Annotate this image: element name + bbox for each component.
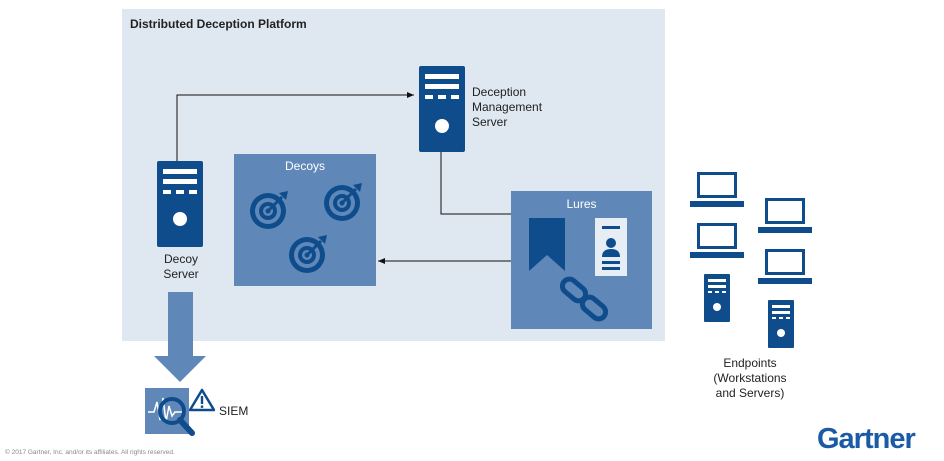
laptop-icon (690, 223, 744, 258)
platform-title: Distributed Deception Platform (130, 17, 307, 31)
laptop-icon (690, 172, 744, 207)
endpoints-label: Endpoints (Workstations and Servers) (713, 356, 787, 400)
endpoints-icons (690, 172, 812, 348)
management-server-icon (419, 66, 465, 152)
management-to-lures-line (440, 150, 511, 215)
copyright-text: © 2017 Gartner, Inc. and/or its affiliat… (5, 449, 175, 456)
decoy-server-icon (157, 161, 203, 247)
lure-icons (529, 218, 627, 322)
target-icon (289, 235, 327, 273)
laptop-icon (758, 198, 812, 233)
server-icon (704, 274, 730, 322)
laptop-icon (758, 249, 812, 284)
management-server-label: Deception Management Server (472, 85, 543, 129)
decoy-targets (250, 183, 362, 273)
siem-down-arrow (154, 292, 206, 382)
decoy-to-management-line (176, 92, 414, 161)
decoys-label: Decoys (284, 159, 325, 173)
siem-icon (145, 388, 215, 436)
bookmark-icon (529, 218, 565, 271)
decoy-server-label: Decoy Server (163, 252, 199, 281)
gartner-logo: Gartner (817, 423, 916, 455)
chain-link-icon (559, 276, 609, 322)
target-icon (250, 191, 288, 229)
server-icon (768, 300, 794, 348)
target-icon (324, 183, 362, 221)
id-badge-icon (595, 218, 627, 276)
siem-label: SIEM (219, 404, 249, 418)
lures-label: Lures (566, 197, 597, 211)
